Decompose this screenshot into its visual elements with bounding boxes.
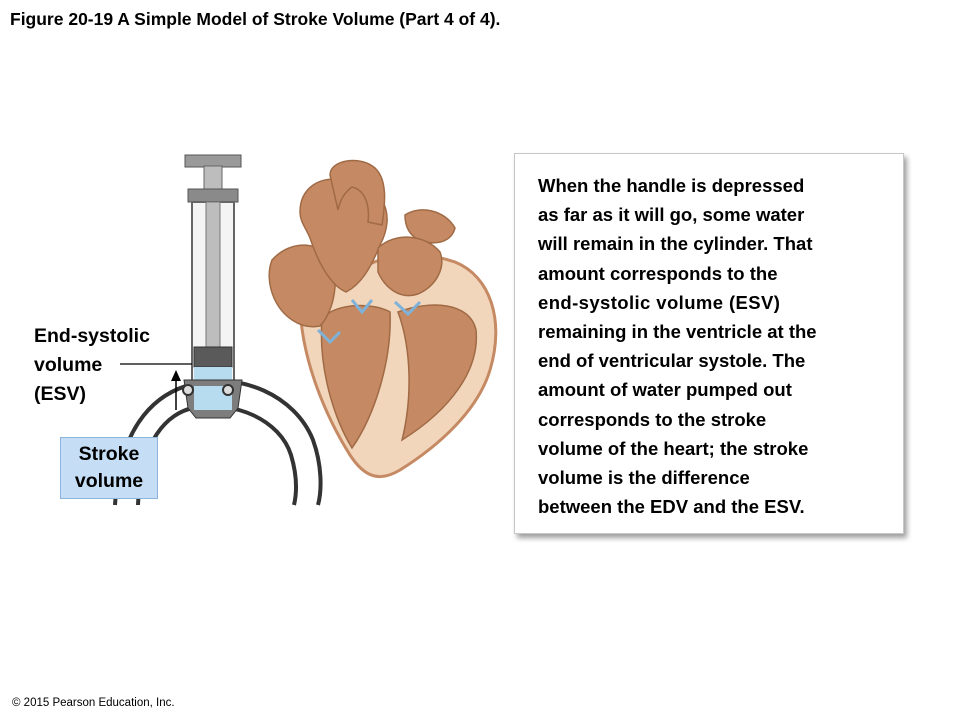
right-valve-icon xyxy=(222,384,234,396)
plunger-handle xyxy=(184,154,242,168)
left-ventricle xyxy=(397,304,478,442)
right-av-valve xyxy=(316,328,342,345)
cylinder-cap xyxy=(187,188,239,203)
stroke-volume-arrow xyxy=(171,370,181,410)
piston xyxy=(193,346,233,368)
aorta xyxy=(329,159,386,226)
callout-line: will remain in the cylinder. That xyxy=(538,233,813,255)
outer-tube xyxy=(113,378,323,506)
callout-line: end of ventricular systole. The xyxy=(538,350,806,372)
callout-line: amount of water pumped out xyxy=(538,379,792,401)
callout-line: volume is the difference xyxy=(538,467,750,489)
figure-title: Figure 20-19 A Simple Model of Stroke Vo… xyxy=(10,9,501,29)
inner-tube xyxy=(136,404,298,506)
callout-line: When the handle is depressed xyxy=(538,175,805,196)
heart-illustration xyxy=(268,159,498,479)
left-av-valve xyxy=(393,300,422,317)
callout-line: amount corresponds to the xyxy=(538,262,778,284)
syringe xyxy=(182,154,243,419)
copyright-notice: © 2015 Pearson Education, Inc. xyxy=(12,697,175,709)
explanation-callout: When the handle is depressed as far as i… xyxy=(514,153,904,534)
callout-line: as far as it will go, some water xyxy=(538,204,805,226)
esv-label: End-systolic volume (ESV) xyxy=(34,325,150,405)
semilunar-valve xyxy=(350,299,374,315)
callout-line: between the EDV and the ESV. xyxy=(538,496,805,518)
callout-line: volume of the heart; the stroke xyxy=(538,437,809,459)
callout-line: remaining in the ventricle at the xyxy=(538,321,817,343)
pulmonary-branch xyxy=(404,209,456,244)
callout-line: corresponds to the stroke xyxy=(538,408,767,430)
stroke-volume-label: Stroke volume xyxy=(60,437,158,499)
callout-line: end-systolic volume (ESV) xyxy=(538,291,781,313)
left-atrium xyxy=(377,236,443,297)
left-valve-icon xyxy=(182,384,194,396)
plunger-shaft xyxy=(205,201,221,348)
